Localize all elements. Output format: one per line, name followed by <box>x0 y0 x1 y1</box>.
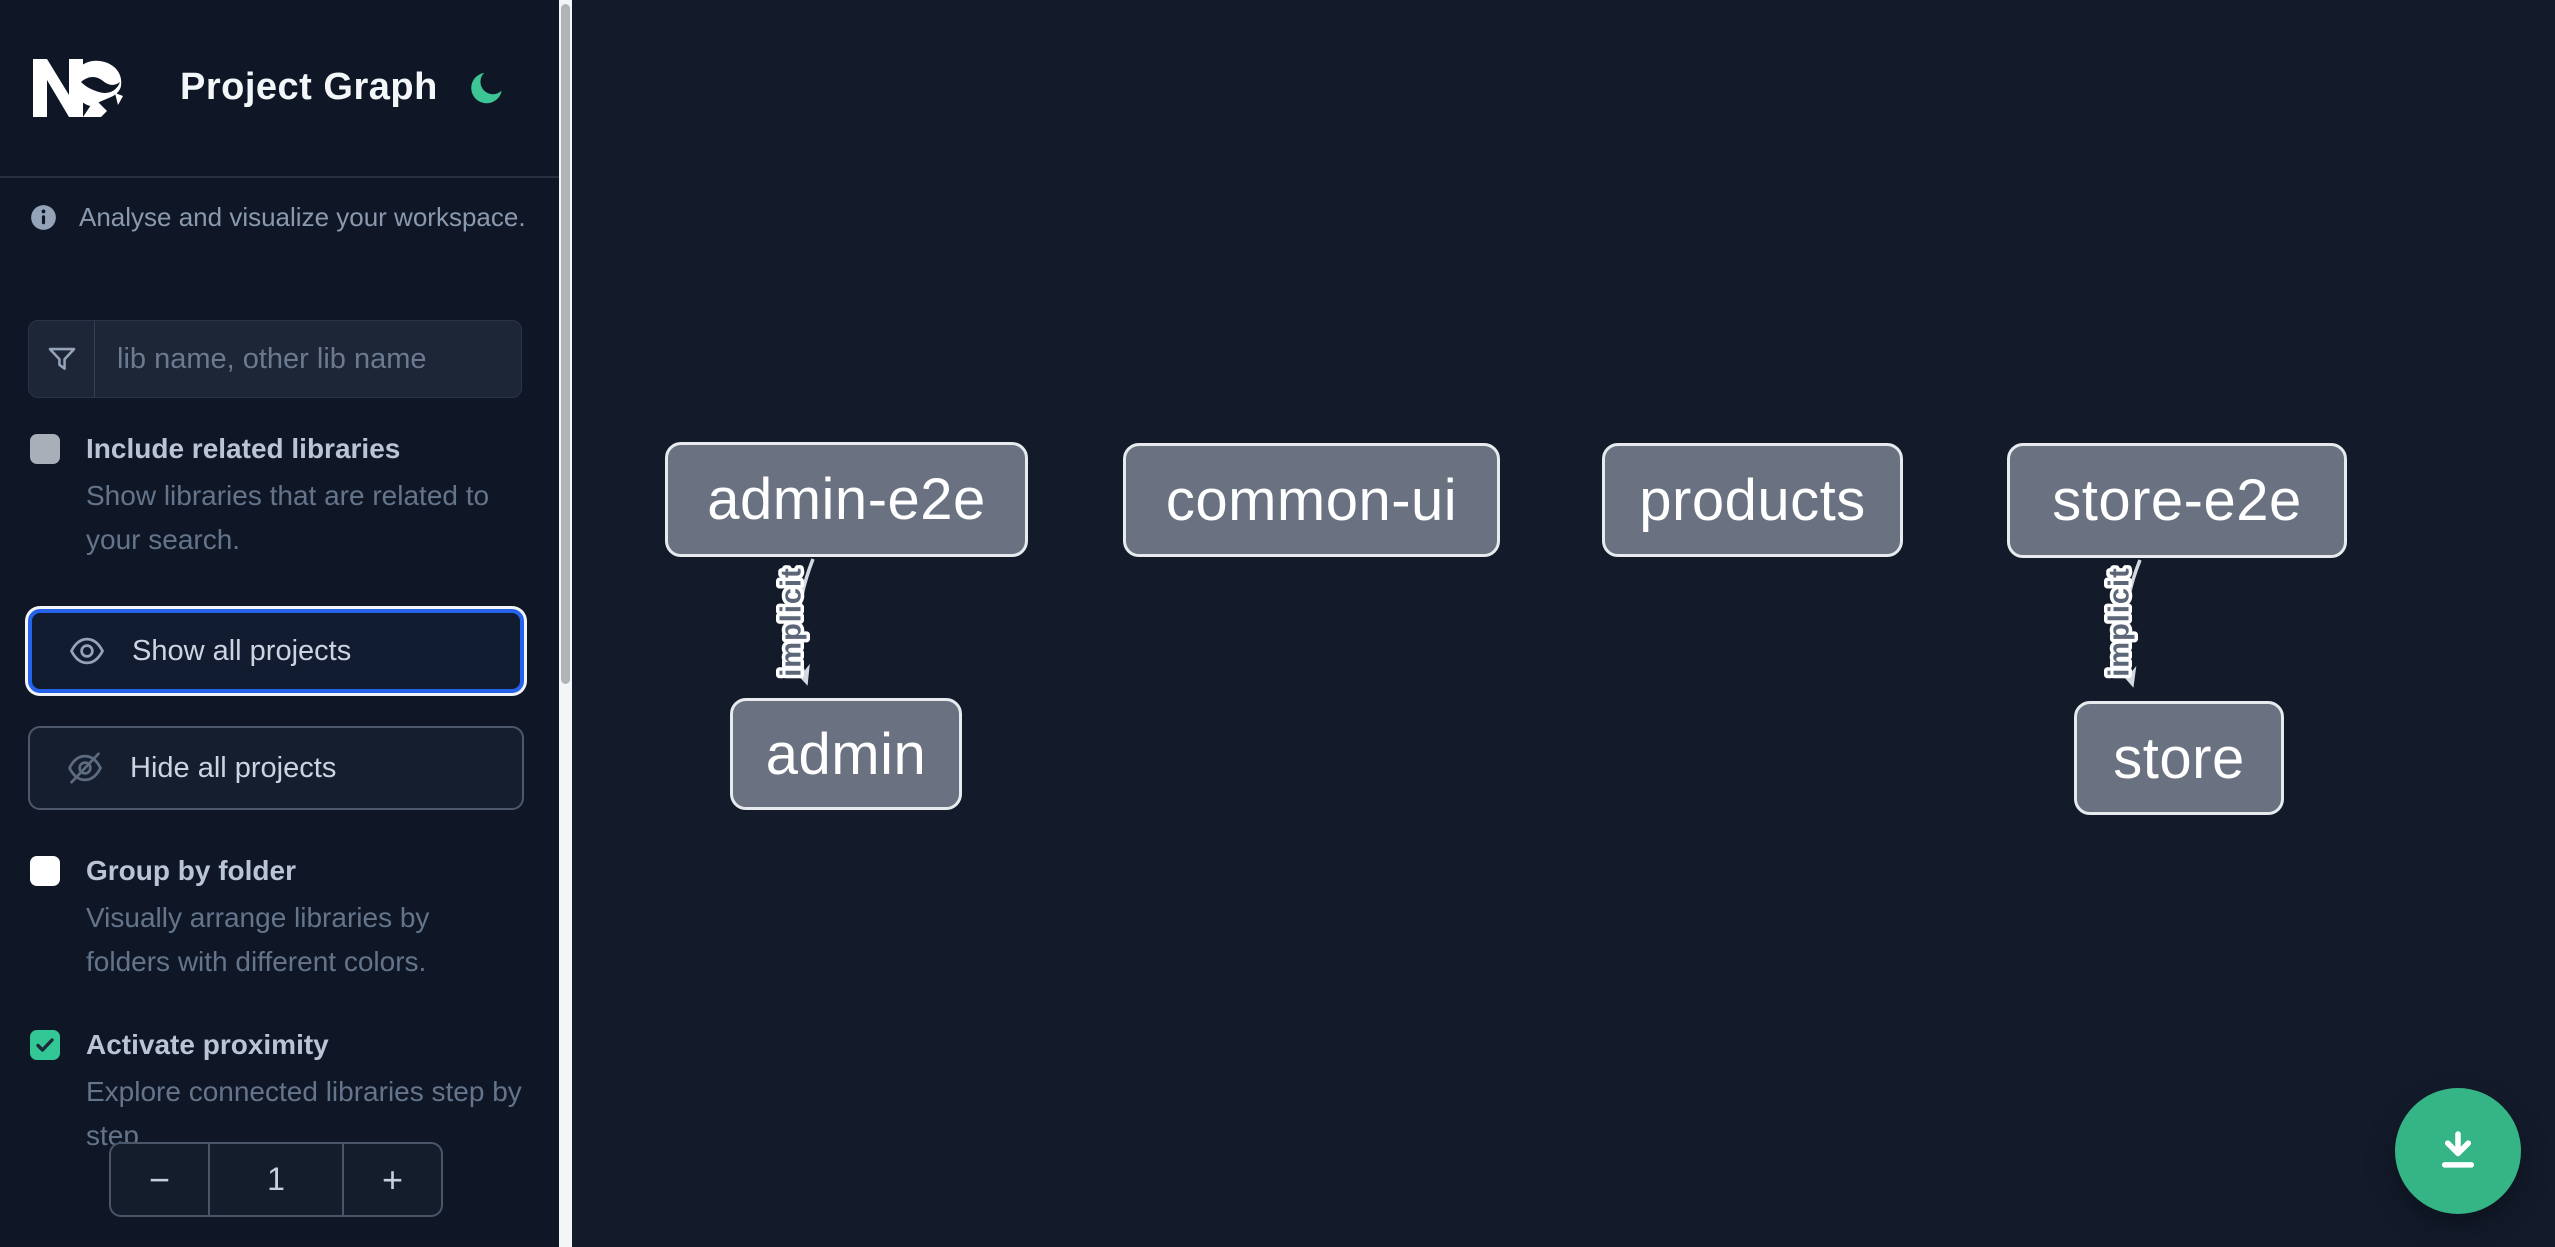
graph-node-common-ui[interactable]: common-ui <box>1123 443 1500 557</box>
sidebar: Project Graph Analyse and visualize your… <box>0 0 559 1247</box>
eye-icon <box>69 637 105 665</box>
toggle-description: Show libraries that are related to your … <box>86 480 490 555</box>
decrement-button[interactable]: − <box>111 1144 208 1215</box>
node-label: store <box>2113 725 2245 791</box>
node-label: products <box>1639 467 1866 533</box>
graph-node-admin[interactable]: admin <box>730 698 962 810</box>
filter-funnel-icon <box>29 321 95 397</box>
search-input[interactable] <box>95 321 521 397</box>
show-all-projects-button[interactable]: Show all projects <box>28 609 524 693</box>
sidebar-scrollbar-track[interactable] <box>559 0 572 1247</box>
theme-toggle-button[interactable] <box>466 68 508 108</box>
graph-canvas[interactable] <box>572 0 2555 1247</box>
button-label: Hide all projects <box>130 751 337 784</box>
toggle-label: Group by folder <box>86 855 296 886</box>
node-label: admin-e2e <box>707 467 986 532</box>
node-label: store-e2e <box>2052 468 2302 533</box>
proximity-depth-stepper: − 1 + <box>109 1142 443 1217</box>
stepper-value: 1 <box>207 1144 345 1215</box>
download-graph-button[interactable] <box>2395 1088 2521 1214</box>
toggle-include-related: Include related libraries Show libraries… <box>30 432 530 562</box>
node-label: common-ui <box>1165 467 1458 533</box>
info-icon <box>31 205 56 230</box>
download-icon <box>2441 1131 2475 1168</box>
include-related-checkbox[interactable] <box>30 434 60 464</box>
header-divider <box>0 176 559 178</box>
graph-node-store-e2e[interactable]: store-e2e <box>2007 443 2347 558</box>
toggle-activate-proximity: Activate proximity Explore connected lib… <box>30 1028 530 1158</box>
checkmark-icon <box>36 1038 54 1052</box>
activate-proximity-checkbox[interactable] <box>30 1030 60 1060</box>
toggle-description: Visually arrange libraries by folders wi… <box>86 902 430 977</box>
graph-node-store[interactable]: store <box>2074 701 2284 815</box>
eye-off-icon <box>67 752 103 784</box>
sidebar-scrollbar-thumb[interactable] <box>561 4 570 684</box>
page-title: Project Graph <box>180 66 438 108</box>
moon-icon <box>471 72 502 104</box>
toggle-label: Activate proximity <box>86 1029 329 1060</box>
tagline-text: Analyse and visualize your workspace. <box>79 202 526 232</box>
tagline-row: Analyse and visualize your workspace. <box>30 202 530 233</box>
toggle-group-by-folder: Group by folder Visually arrange librari… <box>30 854 530 984</box>
node-label: admin <box>765 721 927 787</box>
group-by-folder-checkbox[interactable] <box>30 856 60 886</box>
hide-all-projects-button[interactable]: Hide all projects <box>28 726 524 810</box>
graph-node-admin-e2e[interactable]: admin-e2e <box>665 442 1028 557</box>
sidebar-header: Project Graph <box>0 0 559 178</box>
search-box <box>28 320 522 398</box>
toggle-label: Include related libraries <box>86 433 401 464</box>
increment-button[interactable]: + <box>344 1144 441 1215</box>
button-label: Show all projects <box>132 634 352 667</box>
nx-logo <box>33 59 123 117</box>
graph-node-products[interactable]: products <box>1602 443 1903 557</box>
